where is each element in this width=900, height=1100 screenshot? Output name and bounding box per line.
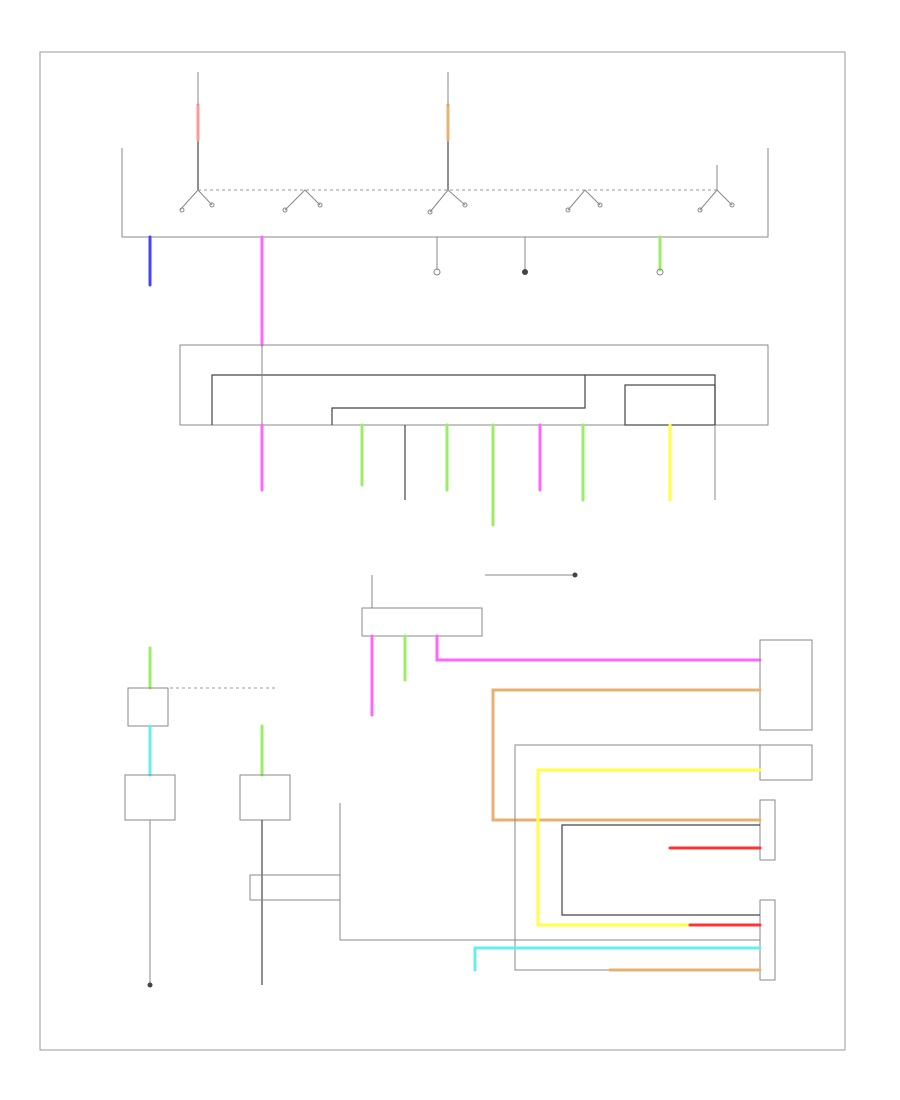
- right-module-circuit: [339, 639, 813, 981]
- relay-symbol: [565, 189, 603, 213]
- relay-symbol: [282, 189, 323, 213]
- relay-symbol: [697, 165, 735, 213]
- junction-block: [179, 344, 769, 426]
- junction-block-output-wires: [260, 423, 716, 527]
- top-box-output-wires: [148, 235, 664, 347]
- middle-relay: [361, 572, 762, 717]
- relay-symbol: [427, 140, 468, 215]
- diagram-frame: [39, 51, 846, 1051]
- left-sensor-circuit: [124, 646, 341, 988]
- top-relay-box: [121, 140, 769, 238]
- top-feed-wires: [196, 72, 450, 142]
- relay-symbol: [179, 140, 215, 213]
